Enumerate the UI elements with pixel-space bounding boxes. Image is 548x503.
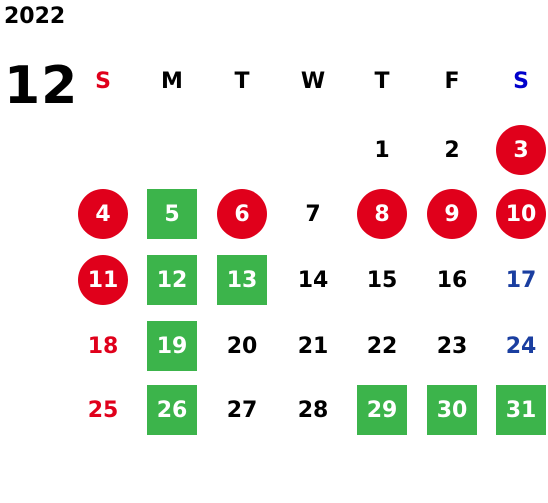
day-cell: 13 bbox=[217, 255, 267, 305]
weekday-header-sunday: S bbox=[95, 68, 111, 94]
weekday-header-friday: F bbox=[444, 68, 460, 94]
weekday-header-thursday: T bbox=[374, 68, 390, 94]
day-cell: 20 bbox=[226, 333, 258, 359]
month-number: 12 bbox=[4, 56, 79, 116]
day-cell: 11 bbox=[78, 255, 128, 305]
day-cell: 6 bbox=[217, 189, 267, 239]
day-cell: 12 bbox=[147, 255, 197, 305]
day-cell: 3 bbox=[496, 125, 546, 175]
day-cell: 10 bbox=[496, 189, 546, 239]
day-cell: 27 bbox=[226, 397, 258, 423]
day-cell: 21 bbox=[297, 333, 329, 359]
day-cell: 23 bbox=[436, 333, 468, 359]
day-cell: 31 bbox=[496, 385, 546, 435]
day-cell: 7 bbox=[305, 201, 321, 227]
day-cell: 29 bbox=[357, 385, 407, 435]
day-cell: 4 bbox=[78, 189, 128, 239]
day-cell: 19 bbox=[147, 321, 197, 371]
day-cell: 28 bbox=[297, 397, 329, 423]
day-cell: 30 bbox=[427, 385, 477, 435]
day-cell: 5 bbox=[147, 189, 197, 239]
weekday-header-saturday: S bbox=[513, 68, 529, 94]
day-cell: 9 bbox=[427, 189, 477, 239]
weekday-header-wednesday: W bbox=[300, 68, 326, 94]
day-cell: 22 bbox=[366, 333, 398, 359]
day-cell: 16 bbox=[436, 267, 468, 293]
weekday-header-monday: M bbox=[161, 68, 183, 94]
year-label: 2022 bbox=[4, 4, 66, 29]
day-cell: 1 bbox=[374, 137, 390, 163]
day-cell: 15 bbox=[366, 267, 398, 293]
day-cell: 25 bbox=[87, 397, 119, 423]
day-cell: 8 bbox=[357, 189, 407, 239]
day-cell: 14 bbox=[297, 267, 329, 293]
weekday-header-tuesday: T bbox=[234, 68, 250, 94]
day-cell: 17 bbox=[505, 267, 537, 293]
day-cell: 2 bbox=[444, 137, 460, 163]
day-cell: 26 bbox=[147, 385, 197, 435]
day-cell: 24 bbox=[505, 333, 537, 359]
day-cell: 18 bbox=[87, 333, 119, 359]
